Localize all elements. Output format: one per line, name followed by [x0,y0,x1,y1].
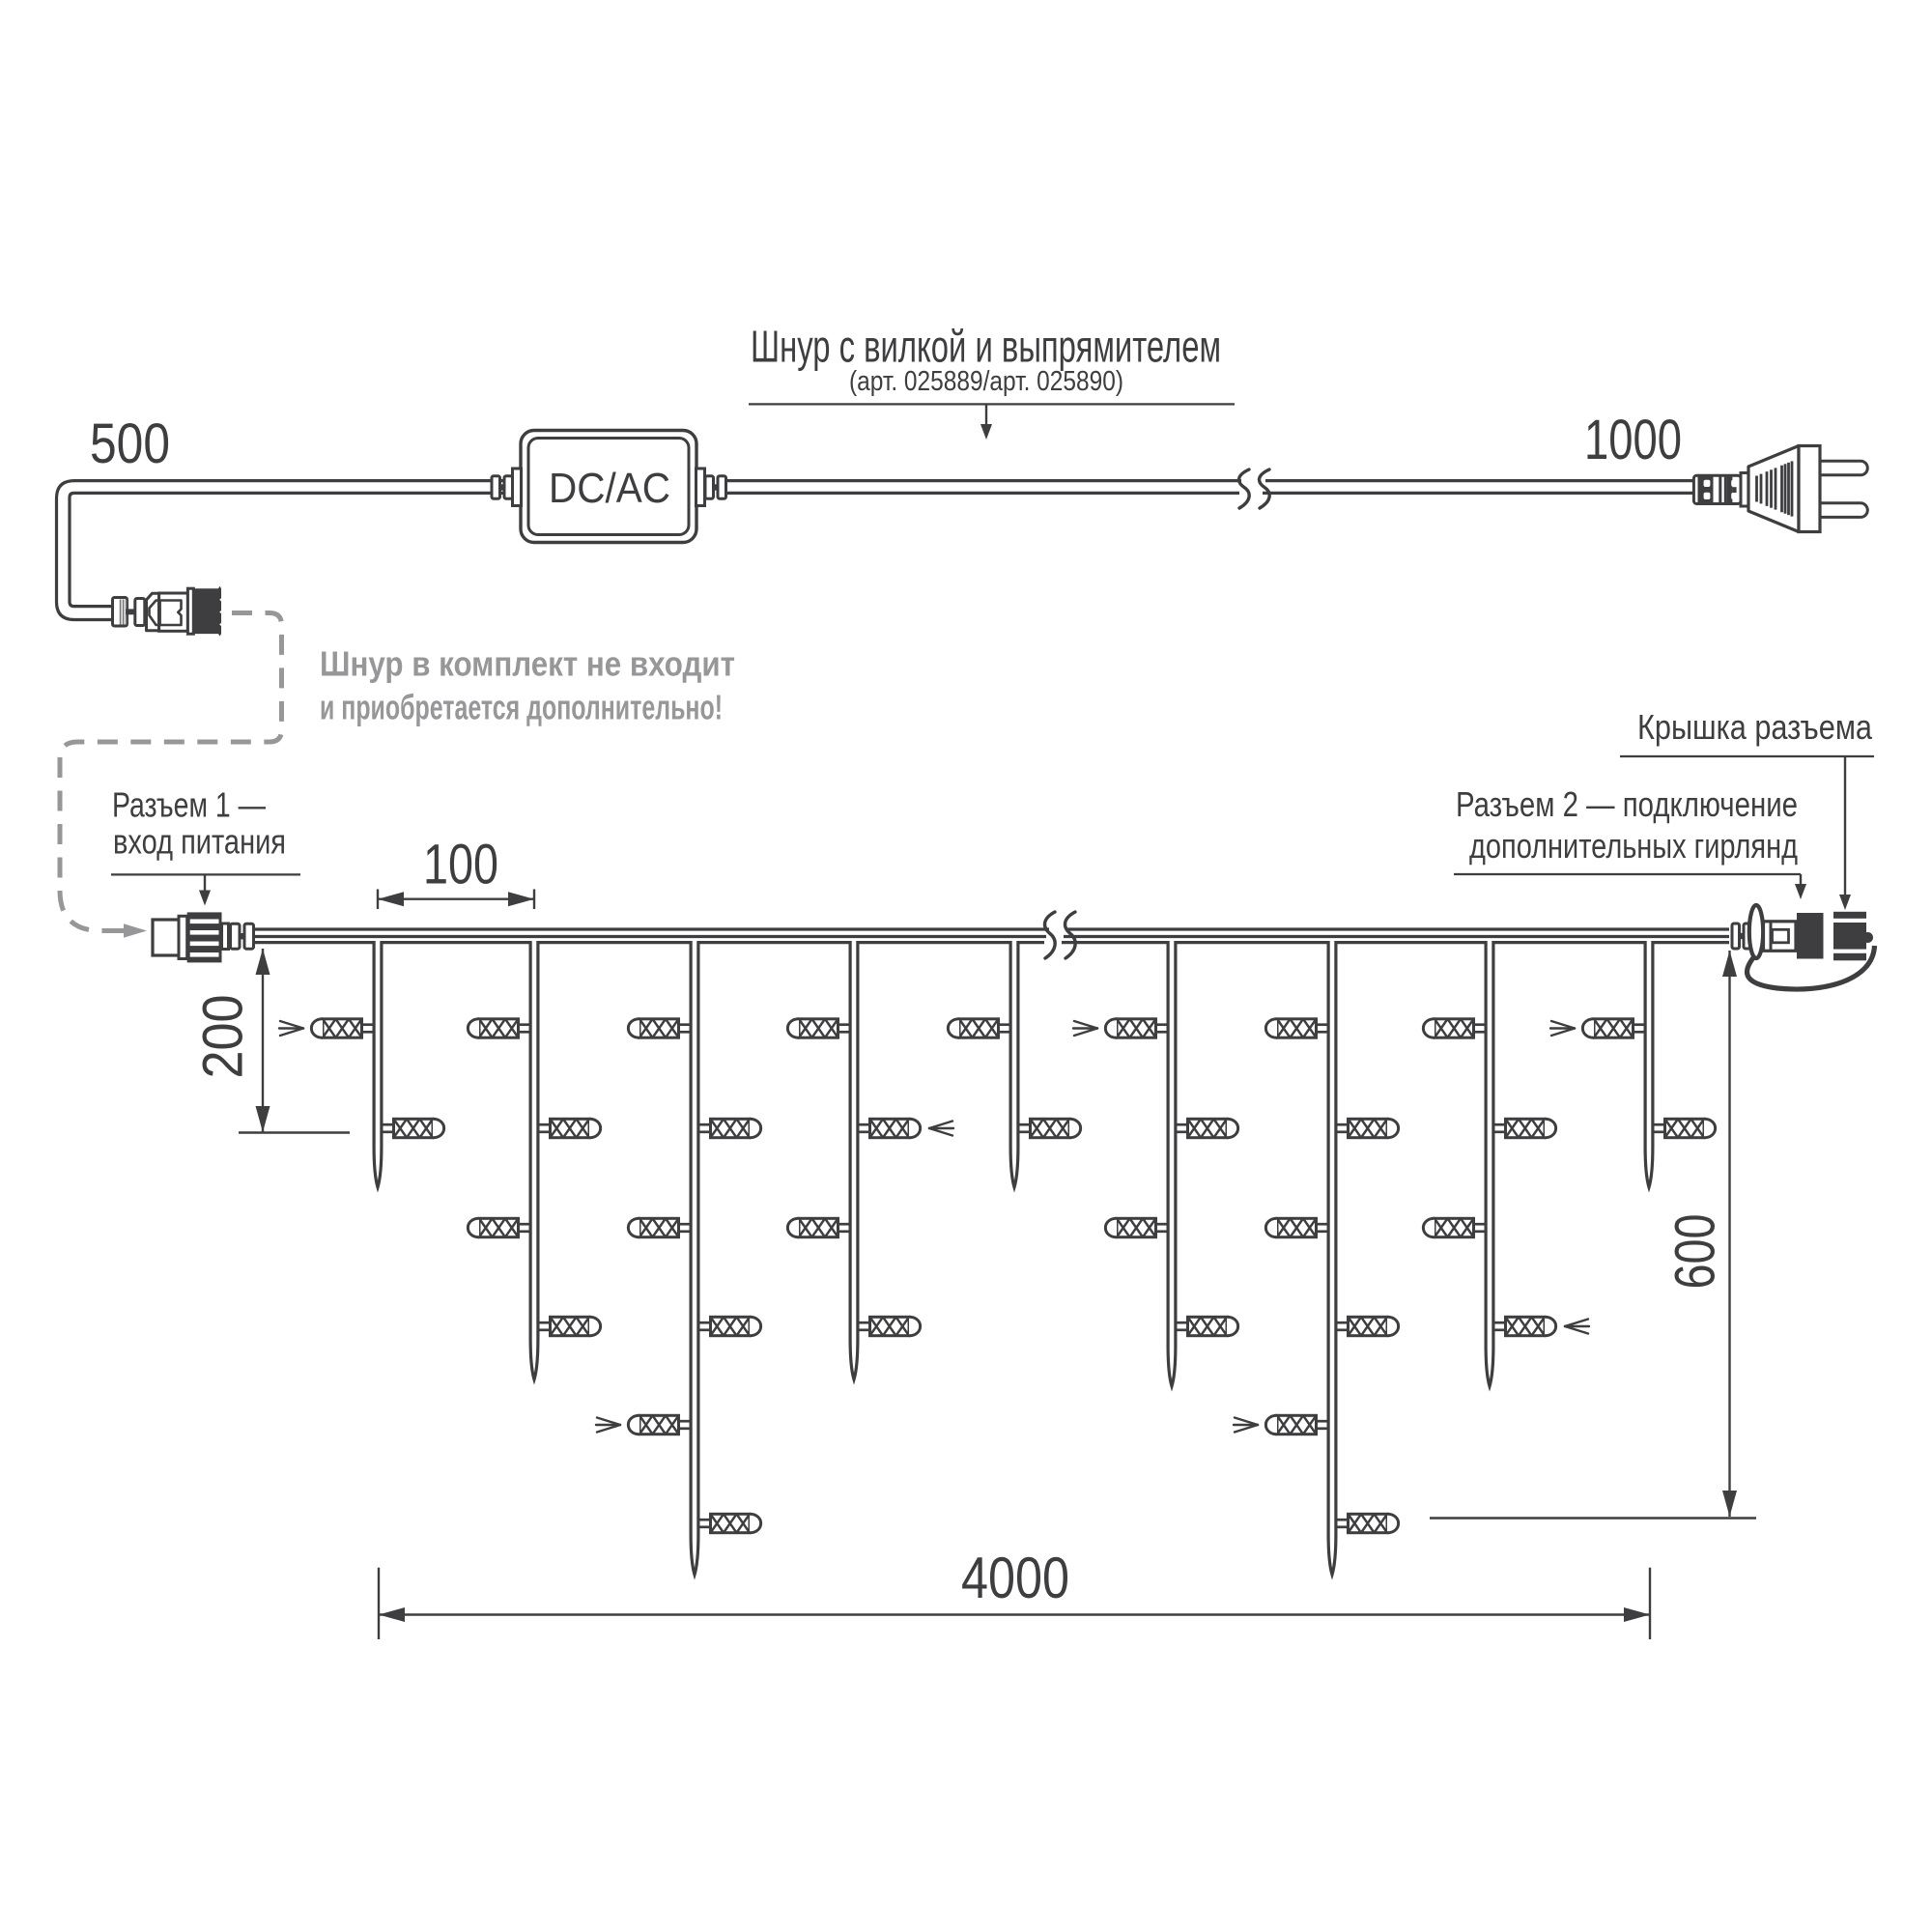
svg-text:Шнур с вилкой и выпрямителем: Шнур с вилкой и выпрямителем [751,322,1221,372]
svg-text:600: 600 [1664,1214,1727,1290]
svg-text:100: 100 [423,834,498,896]
svg-text:4000: 4000 [961,1546,1069,1610]
svg-text:вход питания: вход питания [113,822,286,862]
svg-text:DC/AC: DC/AC [549,465,670,512]
svg-text:(арт. 025889/арт. 025890): (арт. 025889/арт. 025890) [849,366,1123,397]
svg-text:Шнур в комплект не входит: Шнур в комплект не входит [320,643,735,683]
svg-text:и приобретается дополнительно!: и приобретается дополнительно! [320,688,723,727]
svg-text:Разъем 1 —: Разъем 1 — [112,785,266,825]
svg-text:500: 500 [90,412,170,475]
svg-text:Разъем 2 — подключение: Разъем 2 — подключение [1456,784,1798,824]
svg-text:Крышка разъема: Крышка разъема [1637,707,1873,747]
svg-text:200: 200 [192,995,255,1079]
svg-text:дополнительных гирлянд: дополнительных гирлянд [1469,826,1798,866]
svg-text:1000: 1000 [1584,409,1682,471]
